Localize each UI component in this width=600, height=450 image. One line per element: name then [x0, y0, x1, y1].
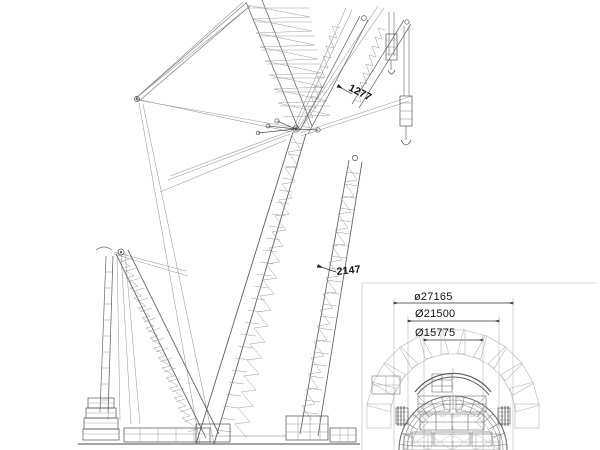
tbm-shield-section-view — [361, 282, 596, 450]
counterweight-mast — [82, 246, 120, 441]
dimension-lines — [393, 298, 514, 450]
lattice-derrick-boom — [115, 248, 220, 439]
hook-block — [399, 95, 413, 146]
lattice-lower-right-boom — [299, 155, 363, 437]
lattice-luffing-jib — [299, 15, 369, 135]
boom-head-junction — [255, 118, 321, 136]
lattice-main-mast-lower — [195, 131, 307, 445]
lattice-main-boom — [245, 0, 331, 129]
leader-1277-line — [336, 84, 353, 95]
pendant-guy-lines — [107, 1, 413, 445]
crawler-undercarriage — [123, 415, 357, 443]
tbm-thrust-shoes — [371, 375, 511, 426]
counterweight-stack — [82, 397, 120, 441]
hoist-ropes-and-hook-blocks — [385, 12, 413, 146]
leader-lines — [316, 84, 353, 273]
tbm-internal-machinery — [396, 368, 510, 450]
radial-shield-segments — [366, 329, 540, 429]
a-frame-mast — [134, 2, 251, 102]
hook-block — [385, 33, 398, 75]
crane-elevation-view — [78, 0, 413, 445]
leader-2147-line — [316, 263, 337, 273]
